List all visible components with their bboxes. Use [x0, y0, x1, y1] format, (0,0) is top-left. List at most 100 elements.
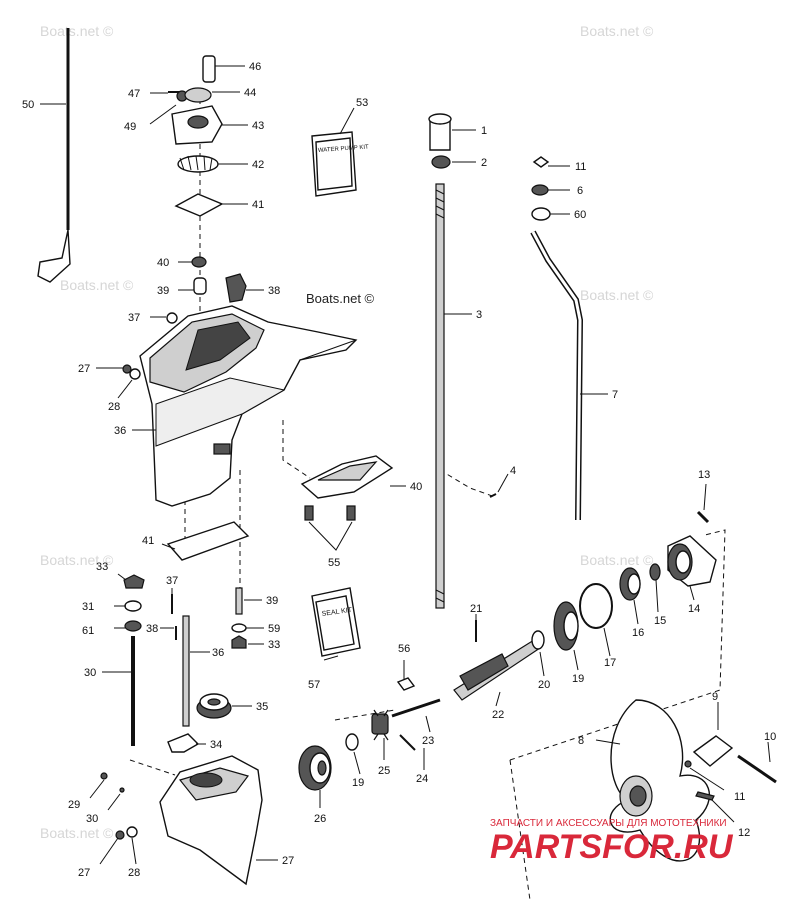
part-label: 14	[688, 603, 700, 615]
part-11-clip	[532, 156, 550, 168]
part-label: 40	[410, 481, 422, 493]
part-label: 24	[416, 773, 428, 785]
small-parts-left	[100, 772, 138, 840]
part-45-bushing	[193, 277, 207, 295]
watermark: Boats.net ©	[40, 552, 114, 568]
watermark: Boats.net ©	[306, 291, 375, 306]
part-label: 46	[249, 61, 261, 73]
part-label: 33	[268, 639, 280, 651]
part-label: 44	[244, 87, 256, 99]
driveshaft-group	[428, 113, 452, 609]
part-56-plug	[396, 677, 416, 691]
part-label: 10	[764, 731, 776, 743]
part-label: 39	[157, 285, 169, 297]
part-label: 36	[114, 425, 126, 437]
part-3-driveshaft	[435, 183, 445, 609]
part-label: 15	[654, 615, 666, 627]
part-6-seal	[531, 184, 549, 196]
part-40-plate	[300, 455, 394, 499]
part-label: 27	[282, 855, 294, 867]
part-33-nut	[231, 635, 247, 649]
part-26-gearcase	[159, 755, 263, 886]
watermark: Boats.net ©	[580, 287, 654, 303]
part-25-bearing	[298, 745, 332, 791]
part-label: 22	[492, 709, 504, 721]
part-16-bearing	[619, 567, 641, 601]
watermark: Boats.net ©	[580, 23, 654, 39]
part-label: 43	[252, 120, 264, 132]
part-24-clutch	[371, 709, 389, 741]
part-label: 9	[712, 691, 718, 703]
part-label: 53	[356, 97, 368, 109]
part-label: 35	[256, 701, 268, 713]
part-60-washer	[531, 207, 551, 221]
part-58-kit-box: WATER PUMP KIT	[311, 131, 370, 197]
part-label: 55	[328, 557, 340, 569]
part-label: 11	[734, 791, 745, 803]
part-label: 29	[68, 799, 80, 811]
part-34-clip	[167, 733, 200, 753]
part-39-stud	[235, 587, 243, 615]
part-43-seal	[166, 312, 178, 324]
part-label: 28	[128, 867, 140, 879]
part-label: 25	[378, 765, 390, 777]
part-51-sleeve	[202, 55, 216, 83]
part-23-pin	[399, 734, 416, 751]
kit-label: WATER PUMP KIT	[318, 144, 370, 154]
part-label: 1	[481, 125, 487, 137]
part-label: 28	[108, 401, 120, 413]
part-label: 39	[266, 595, 278, 607]
part-label: 38	[146, 623, 158, 635]
part-label: 27	[78, 867, 90, 879]
part-18-gear	[553, 601, 579, 651]
part-14-carrier	[667, 535, 717, 587]
part-label: 57	[308, 679, 320, 691]
part-label: 7	[612, 389, 618, 401]
part-2-seal	[431, 155, 451, 169]
part-label: 16	[632, 627, 644, 639]
part-label: 61	[82, 625, 94, 637]
part-label: 49	[124, 121, 136, 133]
part-59-washer	[231, 623, 247, 633]
partsfor-logo: ЗАПЧАСТИ И АКСЕССУАРЫ ДЛЯ МОТОТЕХНИКИ PA…	[490, 818, 734, 866]
part-35-gear	[196, 693, 232, 719]
logo-tagline: ЗАПЧАСТИ И АКСЕССУАРЫ ДЛЯ МОТОТЕХНИКИ	[490, 818, 727, 829]
part-label: 59	[268, 623, 280, 635]
part-48-impeller	[177, 155, 219, 173]
part-4-pin	[489, 493, 497, 498]
watermark: Boats.net ©	[60, 277, 134, 293]
part-label: 19	[572, 673, 584, 685]
part-15-seal	[649, 563, 661, 581]
left-stud-group	[123, 574, 145, 746]
part-label: 4	[510, 465, 516, 477]
part-57-seal-kit: SEAL KIT	[311, 587, 361, 657]
part-label: 12	[738, 827, 750, 839]
part-label: 11	[575, 161, 586, 173]
part-10-nut	[737, 754, 777, 784]
watermark: Boats.net ©	[580, 552, 654, 568]
part-13-screw	[696, 510, 710, 524]
part-55-screws	[304, 505, 356, 521]
part-17-oring	[579, 583, 613, 629]
part-27-screw	[122, 364, 132, 374]
part-label: 37	[128, 312, 140, 324]
part-42-driveshaft-housing	[139, 305, 358, 507]
part-label: 30	[86, 813, 98, 825]
part-8-propeller	[609, 699, 711, 862]
part-label: 42	[252, 159, 264, 171]
part-label: 50	[22, 99, 34, 111]
water-pump-group	[166, 55, 247, 324]
part-label: 27	[78, 363, 90, 375]
part-label: 26	[314, 813, 326, 825]
part-32-washer	[124, 600, 142, 612]
part-label: 30	[84, 667, 96, 679]
watermark: Boats.net ©	[40, 825, 114, 841]
part-1-bushing	[429, 120, 451, 151]
part-label: 31	[82, 601, 94, 613]
part-label: 56	[398, 643, 410, 655]
part-label: 41	[142, 535, 154, 547]
part-label: 40	[157, 257, 169, 269]
part-50-seal	[184, 87, 212, 103]
part-label: 21	[470, 603, 482, 615]
part-label: 3	[476, 309, 482, 321]
